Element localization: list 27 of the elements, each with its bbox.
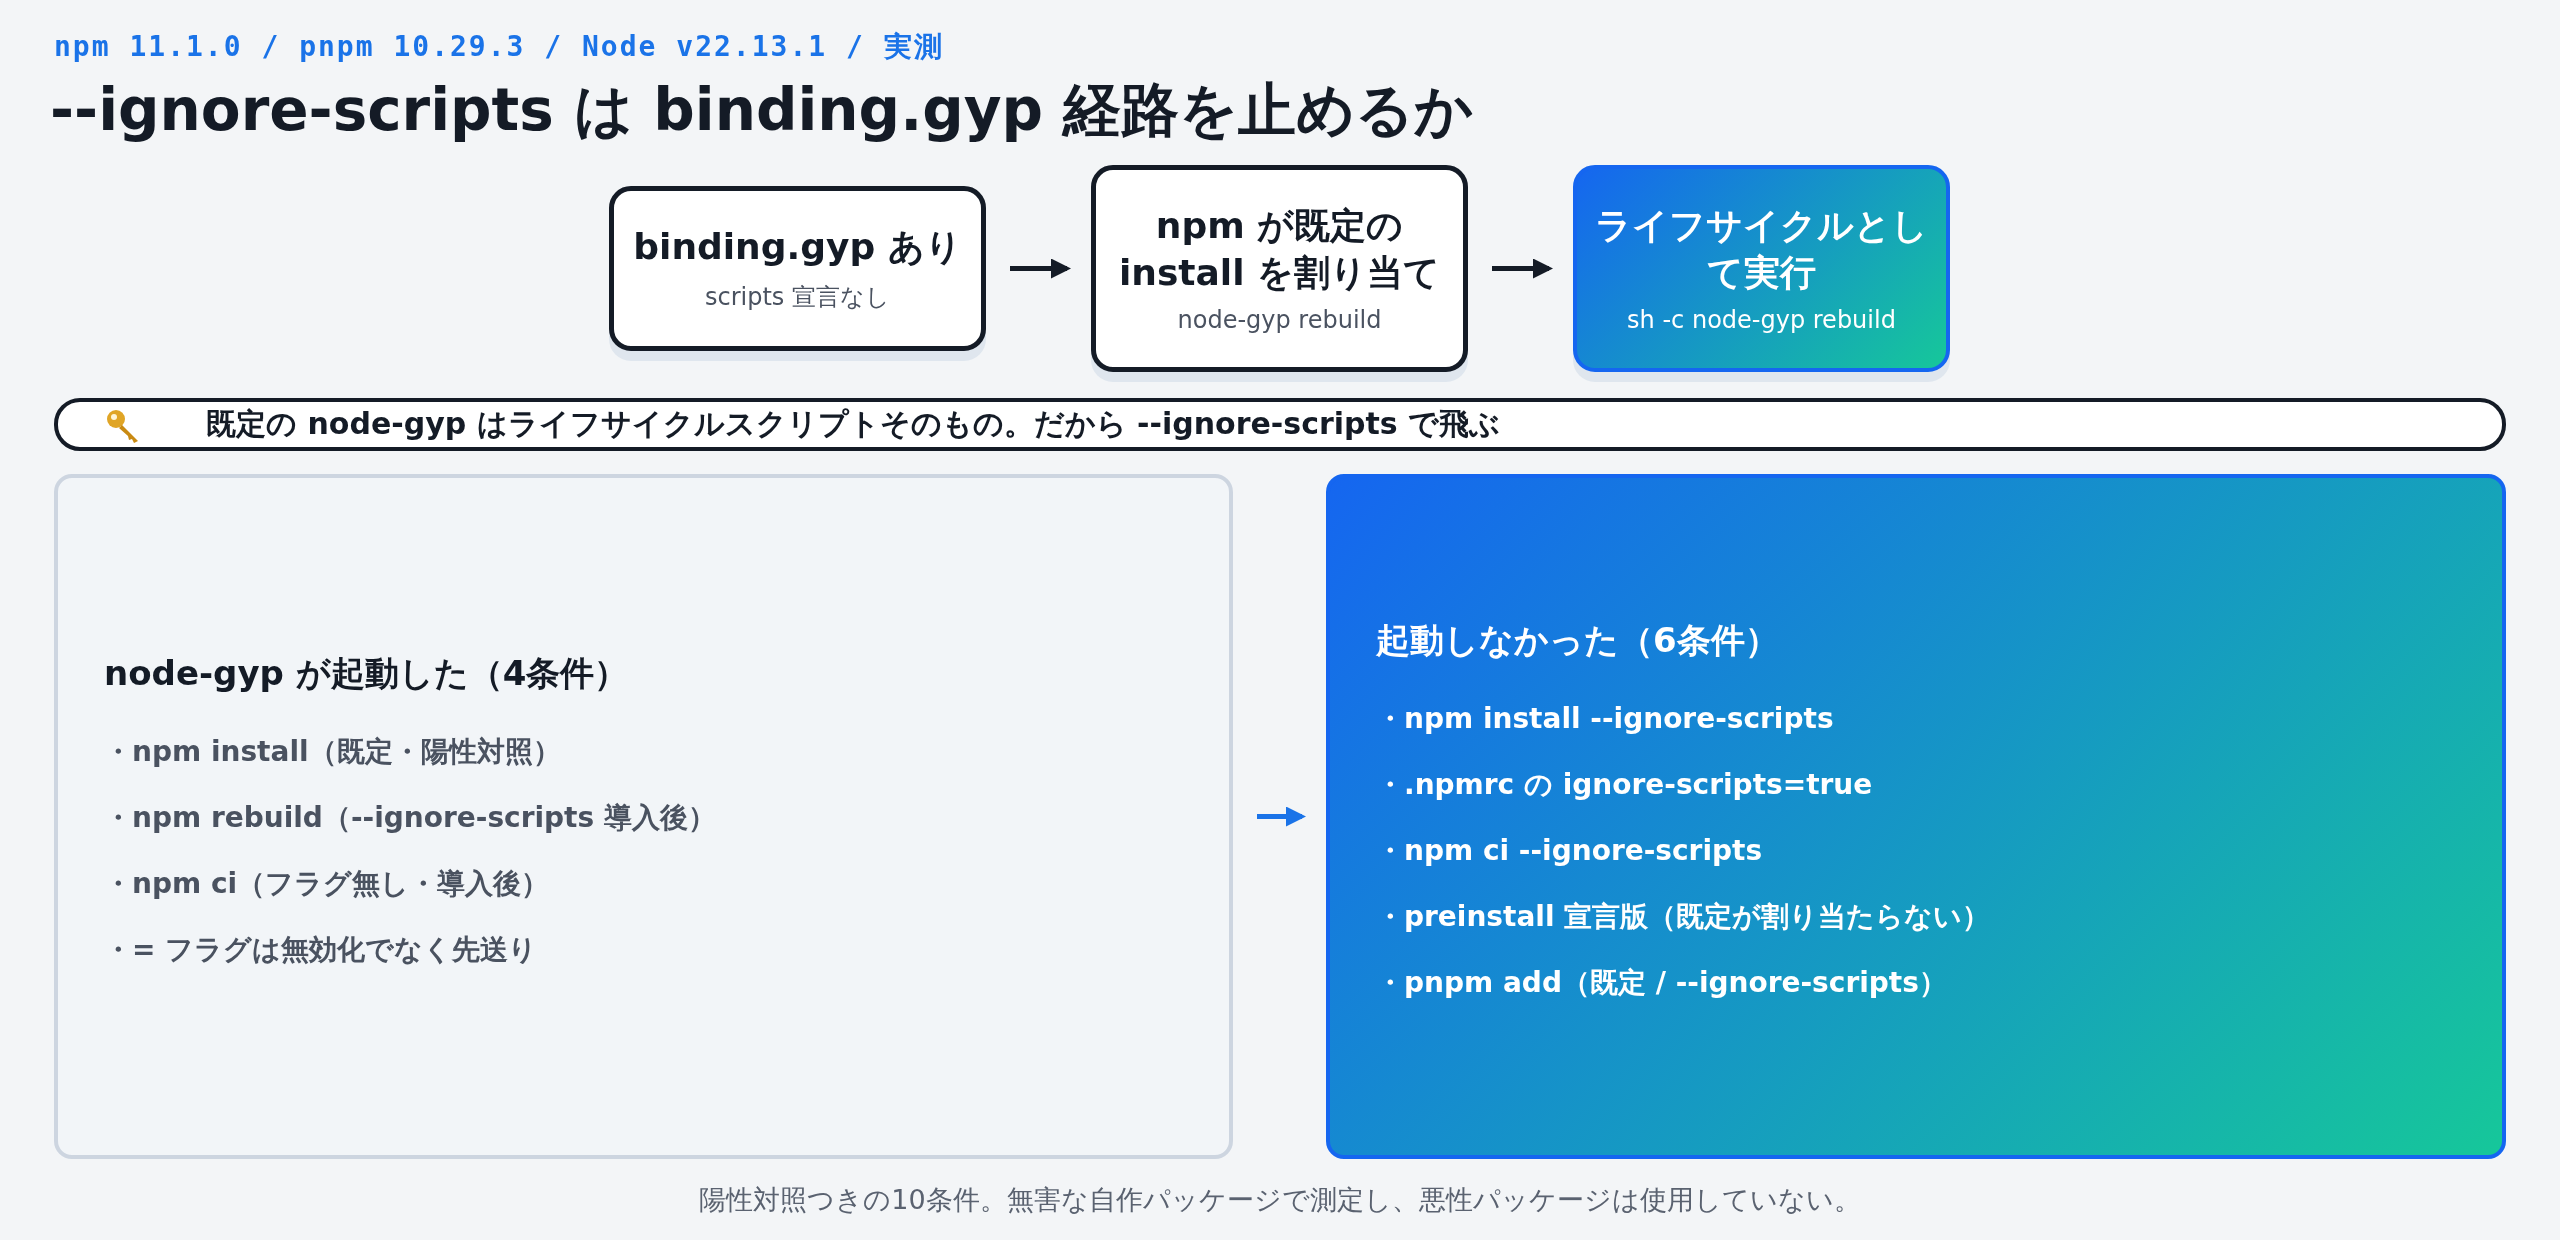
box-title: ライフサイクルとして実行 [1594,203,1929,295]
list-item: ・npm install（既定・陽性対照） [104,733,562,770]
list-item: ・npm ci --ignore-scripts [1376,832,1764,869]
arrow [1257,806,1306,827]
list-item: ・npm ci（フラグ無し・導入後） [104,865,551,902]
arrow [1492,258,1553,279]
result-panel [1326,474,2506,1159]
condition-panel [54,474,1233,1159]
box-subtitle: scripts 宣言なし [705,281,890,313]
list-item: ・.npmrc の ignore-scripts=true [1376,766,1874,803]
list-item: ・npm install --ignore-scripts [1376,700,1835,737]
subtitle-label: npm 11.1.0 / pnpm 10.29.3 / Node v22.13.1 / 実測 [54,29,944,65]
box-title: npm が既定の install を割り当て [1117,203,1442,295]
panel-heading: 起動しなかった（6条件） [1376,618,1780,662]
title: --ignore-scripts は binding.gyp 経路を止めるか [50,75,1474,146]
box-subtitle: sh -c node-gyp rebuild [1627,306,1896,335]
list-item: ・= フラグは無効化でなく先送り [104,931,539,968]
box-subtitle: node-gyp rebuild [1177,306,1382,335]
list-item: ・preinstall 宣言版（既定が割り当たらない） [1376,898,1992,935]
box-title: binding.gyp あり [633,225,962,270]
note-banner [54,398,2506,451]
caption: 陽性対照つきの10条件。無害な自作パッケージで測定し、悪性パッケージは使用していない。 [698,1183,1862,1217]
list-item: ・pnpm add（既定 / --ignore-scripts） [1376,964,1948,1001]
panel-heading: node-gyp が起動した（4条件） [104,651,630,695]
list-item: ・npm rebuild（--ignore-scripts 導入後） [104,799,717,836]
note-text: 既定の node-gyp はライフサイクルスクリプトそのもの。だから --ignore-scripts で飛ぶ [206,405,1501,443]
arrow [1010,258,1071,279]
